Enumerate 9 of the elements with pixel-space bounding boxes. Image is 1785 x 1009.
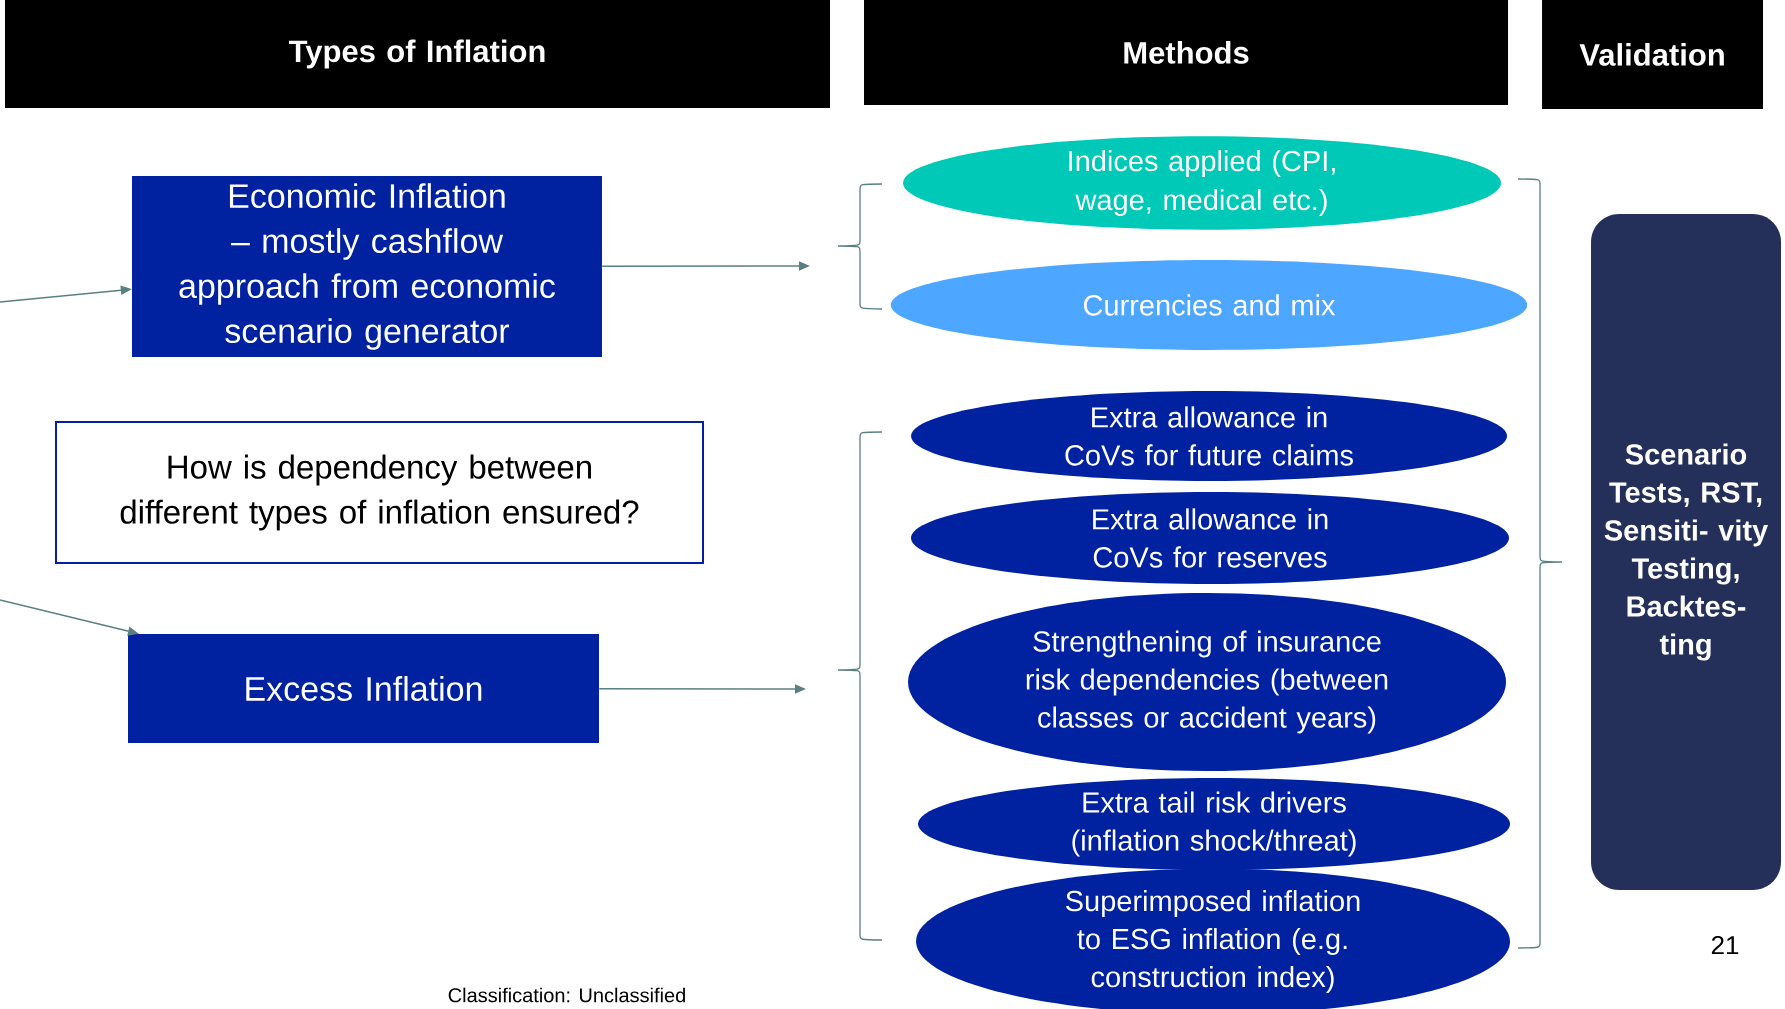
validation-panel: Scenario Tests, RST, Sensiti- vity Testing, Backtes- ting [1591, 214, 1781, 890]
header-bar: Types of Inflation [5, 0, 830, 108]
process-box: Economic Inflation – mostly cashflow approach from economic scenario generator [132, 176, 602, 357]
header-bar: Validation [1542, 0, 1764, 109]
question-box: How is dependency between different types of inflation ensured? [55, 421, 704, 564]
header-bar: Methods [864, 0, 1508, 105]
classification-note: Classification: Unclassified [448, 987, 685, 1003]
page-number: 21 [1711, 935, 1739, 955]
process-box: Excess Inflation [128, 634, 599, 743]
